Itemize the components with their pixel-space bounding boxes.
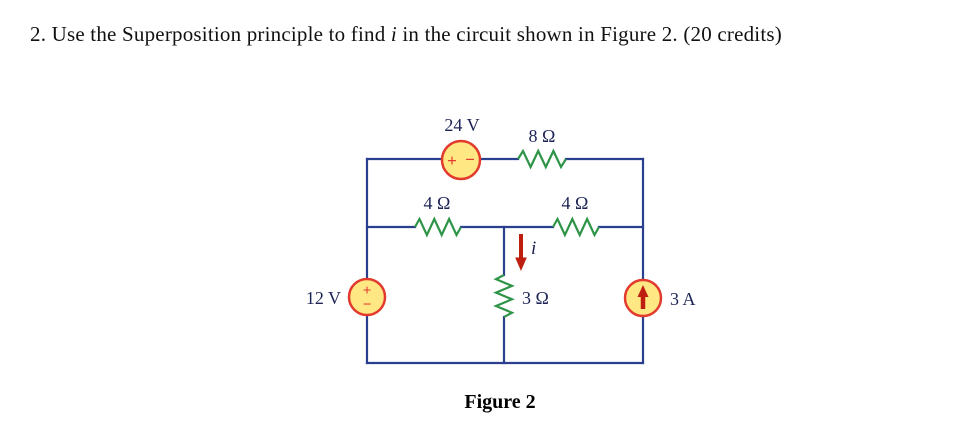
resistor-4ohm-right: [552, 216, 600, 238]
resistors: [414, 148, 600, 318]
current-variable: i: [390, 22, 397, 46]
resistor-8ohm: [517, 148, 567, 170]
plus-sign-24v: +: [447, 151, 457, 170]
current-source-arrow-head: [637, 285, 649, 297]
wire-network: [365, 157, 645, 365]
resistor-4ohm-left: [414, 216, 462, 238]
label-3a: 3 A: [670, 289, 696, 309]
sources: [347, 139, 663, 318]
current-source-arrow-icon: [637, 285, 649, 309]
source-symbols: + − + −: [363, 150, 475, 313]
current-direction-arrow-icon: [515, 234, 527, 271]
figure-caption: Figure 2: [464, 391, 536, 413]
component-labels: 24 V 8 Ω 4 Ω 4 Ω 3 Ω 12 V 3 A i: [306, 115, 696, 309]
problem-text-prefix: 2. Use the Superposition principle to fi…: [30, 22, 391, 46]
problem-statement: 2. Use the Superposition principle to fi…: [30, 22, 782, 47]
problem-text-suffix: in the circuit shown in Figure 2. (20 cr…: [396, 22, 782, 46]
label-8ohm: 8 Ω: [529, 126, 556, 146]
label-3ohm: 3 Ω: [522, 288, 549, 308]
label-24v: 24 V: [444, 115, 479, 135]
resistor-3ohm: [493, 274, 515, 318]
minus-sign-24v: −: [465, 150, 475, 169]
plus-sign-12v: +: [363, 283, 372, 299]
label-12v: 12 V: [306, 288, 341, 308]
label-current-i: i: [531, 238, 536, 259]
minus-sign-12v: −: [363, 297, 372, 313]
current-arrow-head: [515, 257, 527, 271]
voltage-source-12v: [347, 277, 387, 317]
label-4ohm-left: 4 Ω: [424, 193, 451, 213]
label-4ohm-right: 4 Ω: [562, 193, 589, 213]
voltage-source-24v: [440, 139, 482, 181]
